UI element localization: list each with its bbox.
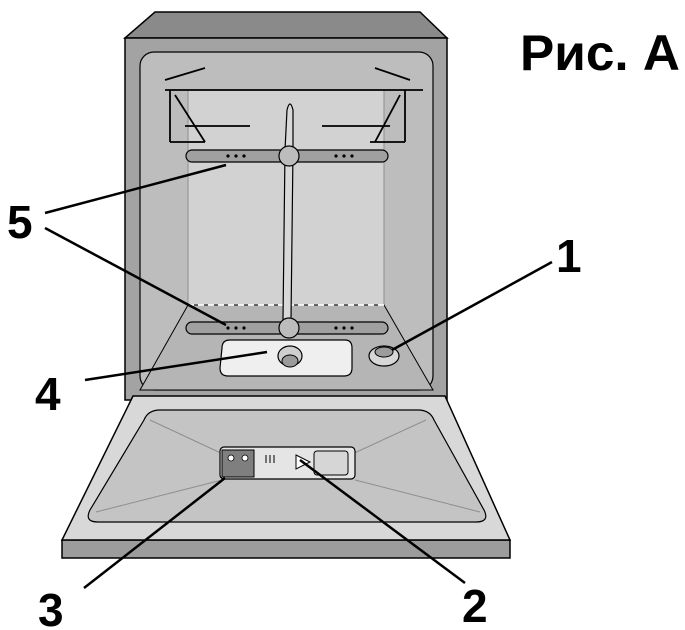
dishwasher-cabinet [122, 11, 449, 401]
callout-5: 5 [7, 196, 33, 248]
upper-spray-arm [185, 145, 389, 167]
callout-4: 4 [35, 368, 61, 420]
leader-line-4 [84, 350, 268, 382]
salt-container-cap [368, 345, 400, 367]
detergent-dispenser [219, 446, 356, 480]
lower-spray-arm [185, 317, 389, 339]
figure-title: Рис. A [520, 25, 680, 81]
leader-line-1 [391, 260, 553, 352]
callout-3: 3 [38, 584, 64, 630]
cabinet-top [122, 11, 449, 39]
callout-2: 2 [462, 580, 488, 630]
dishwasher-door [60, 395, 512, 559]
leader-lines [44, 163, 553, 589]
upper-rack-rail [164, 67, 423, 143]
leader-line-3 [83, 477, 226, 589]
leader-line-2 [299, 458, 466, 585]
callout-1: 1 [556, 230, 582, 282]
filter-system [219, 339, 353, 377]
door-front-edge [61, 539, 511, 559]
leader-line-5a [44, 163, 227, 215]
leader-line-5b [44, 226, 227, 327]
